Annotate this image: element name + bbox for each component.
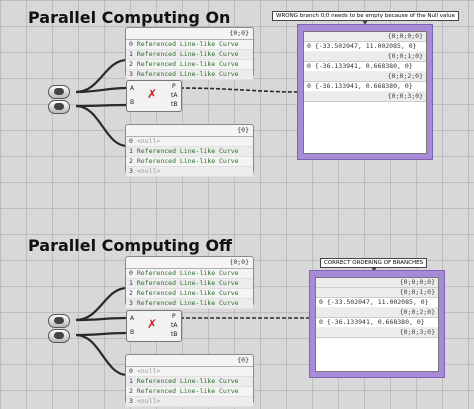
output-ta-port[interactable]: tA — [171, 92, 178, 99]
curve-curve-intersection-component[interactable]: A B ✗ P tA tB — [126, 310, 182, 342]
wire — [75, 286, 128, 322]
output-p-port[interactable]: P — [172, 83, 176, 90]
panel-header: {0;0} — [126, 28, 253, 40]
wire-dashed — [179, 87, 299, 93]
wire — [75, 331, 128, 337]
output-panel-body: {0;0;0;0} {0;0;1;0} 0 {-33.502047, 11.00… — [315, 277, 439, 372]
section-title-top: Parallel Computing On — [28, 8, 231, 27]
branch-header: {0;0;0;0} — [316, 278, 438, 288]
panel-header: {0} — [126, 125, 253, 137]
curve-curve-intersection-component[interactable]: A B ✗ P tA tB — [126, 80, 182, 112]
input-b-port[interactable]: B — [130, 329, 135, 336]
wire — [75, 316, 128, 322]
panel-header: {0} — [126, 355, 253, 367]
slider-knob[interactable] — [54, 317, 64, 324]
list-item: 1 Referenced Line-like Curve — [126, 279, 253, 289]
branch-header: {0;0;1;0} — [316, 288, 438, 298]
branch-header: {0;0;2;0} — [304, 72, 426, 82]
toggle-slider[interactable] — [48, 85, 70, 99]
branch-row: 0 {-36.133941, 0.668380, 0} — [316, 318, 438, 328]
intersection-icon: ✗ — [147, 317, 158, 331]
list-item: 1 Referenced Line-like Curve — [126, 377, 253, 387]
branch-header: {0;0;3;0} — [316, 328, 438, 338]
wire — [75, 86, 128, 94]
toggle-slider[interactable] — [48, 329, 70, 343]
list-item: 1 Referenced Line-like Curve — [126, 50, 253, 60]
callout-wrong: WRONG branch 0;0 needs to be empty becau… — [272, 11, 459, 25]
wire — [75, 103, 128, 108]
slider-knob[interactable] — [54, 332, 64, 339]
input-b-port[interactable]: B — [130, 99, 135, 106]
branch-row: 0 {-33.502047, 11.002085, 0} — [316, 298, 438, 308]
toggle-slider[interactable] — [48, 100, 70, 114]
list-item: 0 <null> — [126, 367, 253, 377]
wire — [75, 333, 128, 377]
list-item: 1 Referenced Line-like Curve — [126, 147, 253, 157]
callout-correct: CORRECT ORDERING OF BRANCHES — [320, 258, 428, 272]
list-item: 3 Referenced Line-like Curve — [126, 299, 253, 309]
input-a-port[interactable]: A — [130, 85, 135, 92]
wire — [75, 58, 128, 94]
branch-row: 0 {-36.133941, 0.668380, 0} — [304, 82, 426, 92]
wire — [75, 104, 128, 148]
list-item: 3 Referenced Line-like Curve — [126, 70, 253, 80]
branch-row: 0 {-36.133941, 0.668380, 0} — [304, 62, 426, 72]
list-item: 2 Referenced Line-like Curve — [126, 387, 253, 397]
output-p-port[interactable]: P — [172, 313, 176, 320]
list-item: 0 <null> — [126, 137, 253, 147]
list-item: 0 Referenced Line-like Curve — [126, 40, 253, 50]
slider-knob[interactable] — [54, 103, 64, 110]
list-item: 2 Referenced Line-like Curve — [126, 289, 253, 299]
output-tb-port[interactable]: tB — [171, 101, 178, 108]
branch-header: {0;0;3;0} — [304, 92, 426, 102]
list-item: 3 <null> — [126, 397, 253, 407]
list-item: 2 Referenced Line-like Curve — [126, 157, 253, 167]
section-title-bottom: Parallel Computing Off — [28, 236, 233, 255]
input-a-port[interactable]: A — [130, 315, 135, 322]
list-item: 2 Referenced Line-like Curve — [126, 60, 253, 70]
toggle-slider[interactable] — [48, 314, 70, 328]
output-tb-port[interactable]: tB — [171, 331, 178, 338]
output-panel[interactable]: {0;0;0;0} {0;0;1;0} 0 {-33.502047, 11.00… — [309, 270, 445, 378]
list-item: 0 Referenced Line-like Curve — [126, 269, 253, 279]
branch-header: {0;0;0;0} — [304, 32, 426, 42]
slider-knob[interactable] — [54, 88, 64, 95]
null-panel[interactable]: {0} 0 <null> 1 Referenced Line-like Curv… — [125, 354, 254, 407]
output-panel-body: {0;0;0;0} 0 {-33.502047, 11.002085, 0} {… — [303, 31, 427, 154]
list-item: 3 <null> — [126, 167, 253, 177]
branch-header: {0;0;2;0} — [316, 308, 438, 318]
null-panel[interactable]: {0} 0 <null> 1 Referenced Line-like Curv… — [125, 124, 254, 177]
output-ta-port[interactable]: tA — [171, 322, 178, 329]
curve-panel[interactable]: {0;0} 0 Referenced Line-like Curve 1 Ref… — [125, 27, 254, 80]
curve-panel[interactable]: {0;0} 0 Referenced Line-like Curve 1 Ref… — [125, 256, 254, 309]
panel-header: {0;0} — [126, 257, 253, 269]
branch-header: {0;0;1;0} — [304, 52, 426, 62]
output-panel[interactable]: {0;0;0;0} 0 {-33.502047, 11.002085, 0} {… — [297, 24, 433, 160]
branch-row: 0 {-33.502047, 11.002085, 0} — [304, 42, 426, 52]
intersection-icon: ✗ — [147, 87, 158, 101]
